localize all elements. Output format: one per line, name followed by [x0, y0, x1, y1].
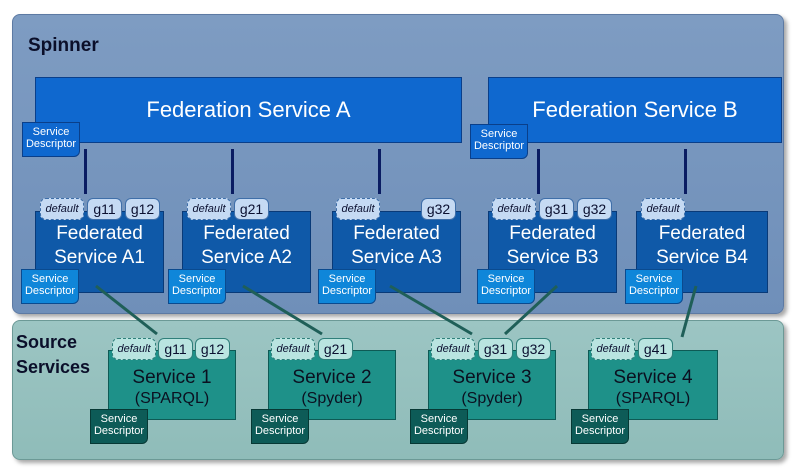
descriptor-line1: Service	[420, 413, 458, 425]
descriptor-line2: Descriptor	[254, 425, 306, 437]
descriptor-line2: Descriptor	[473, 140, 525, 152]
federated-service-b3-line2: Service B3	[506, 247, 599, 268]
connector-b-b4	[684, 149, 687, 194]
source-services-title-line2: Services	[16, 357, 91, 377]
federated-service-b4-descriptor[interactable]: Service Descriptor	[625, 269, 683, 304]
tag-default: default	[591, 338, 635, 360]
source-service-3-line2: (Spyder)	[461, 390, 523, 407]
connector-a-a1	[84, 149, 87, 194]
descriptor-line2: Descriptor	[93, 425, 145, 437]
descriptor-line1: Service	[328, 273, 366, 285]
federation-service-a[interactable]: Federation Service A	[35, 77, 462, 143]
link-a3-service3	[389, 284, 473, 336]
tag-default: default	[40, 198, 84, 220]
federated-service-a2-line1: Federated	[203, 223, 290, 244]
descriptor-line2: Descriptor	[25, 138, 77, 150]
descriptor-line1: Service	[581, 413, 619, 425]
tag-g11: g11	[158, 338, 193, 360]
descriptor-line2: Descriptor	[628, 285, 680, 297]
federated-service-a1[interactable]: Federated Service A1	[35, 211, 164, 293]
descriptor-line2: Descriptor	[321, 285, 373, 297]
tag-g21: g21	[318, 338, 353, 360]
federated-service-a2-descriptor[interactable]: Service Descriptor	[168, 269, 226, 304]
source-services-title-line1: Source	[16, 332, 78, 352]
connector-a-a2	[231, 149, 234, 194]
tag-default: default	[492, 198, 536, 220]
federated-service-a1-descriptor[interactable]: Service Descriptor	[21, 269, 79, 304]
tag-g41: g41	[638, 338, 673, 360]
federated-service-b3-line1: Federated	[509, 223, 596, 244]
federated-service-b3-descriptor[interactable]: Service Descriptor	[477, 269, 535, 304]
tag-g12: g12	[125, 198, 160, 220]
connector-a-a3	[378, 149, 381, 194]
source-service-2-descriptor[interactable]: Service Descriptor	[251, 409, 309, 444]
descriptor-line2: Descriptor	[574, 425, 626, 437]
descriptor-line1: Service	[487, 273, 525, 285]
link-a1-service1	[95, 284, 158, 336]
source-service-4-line1: Service 4	[613, 367, 693, 388]
tag-g32: g32	[516, 338, 551, 360]
tag-default: default	[112, 338, 156, 360]
link-b3-service3	[503, 284, 559, 336]
spinner-title: Spinner	[28, 35, 99, 56]
tag-g21: g21	[234, 198, 269, 220]
federated-service-b4-line1: Federated	[658, 223, 746, 244]
descriptor-line2: Descriptor	[480, 285, 532, 297]
source-service-4-line2: (SPARQL)	[615, 390, 691, 407]
federated-service-a3-line1: Federated	[353, 223, 440, 244]
tag-default: default	[431, 338, 475, 360]
federation-service-b-descriptor[interactable]: Service Descriptor	[470, 124, 528, 159]
descriptor-line1: Service	[261, 413, 299, 425]
tag-default: default	[336, 198, 380, 220]
descriptor-line2: Descriptor	[413, 425, 465, 437]
source-service-3-line1: Service 3	[452, 367, 532, 388]
federation-service-b-label: Federation Service B	[532, 97, 738, 122]
tag-g31: g31	[539, 198, 574, 220]
descriptor-line1: Service	[31, 273, 69, 285]
connector-b-b3	[537, 149, 540, 194]
link-a2-service2	[242, 284, 323, 336]
tag-g12: g12	[195, 338, 230, 360]
source-service-4-descriptor[interactable]: Service Descriptor	[571, 409, 629, 444]
source-service-1[interactable]: Service 1 (SPARQL)	[108, 350, 236, 420]
federation-service-a-descriptor[interactable]: Service Descriptor	[22, 122, 80, 157]
descriptor-line2: Descriptor	[171, 285, 223, 297]
descriptor-line1: Service	[32, 126, 70, 138]
federated-service-a2-line2: Service A2	[201, 247, 292, 268]
tag-g31: g31	[478, 338, 513, 360]
federated-service-b4-line2: Service B4	[656, 247, 748, 268]
source-service-2[interactable]: Service 2 (Spyder)	[268, 350, 396, 420]
tag-default: default	[271, 338, 315, 360]
source-service-3[interactable]: Service 3 (Spyder)	[428, 350, 556, 420]
descriptor-line1: Service	[178, 273, 216, 285]
descriptor-line1: Service	[100, 413, 138, 425]
tag-default: default	[641, 198, 685, 220]
descriptor-line1: Service	[480, 128, 518, 140]
tag-default: default	[187, 198, 231, 220]
source-service-2-line2: (Spyder)	[301, 390, 363, 407]
federated-service-a3-line2: Service A3	[351, 247, 442, 268]
link-b4-service4	[680, 285, 698, 338]
source-service-1-line2: (SPARQL)	[134, 390, 210, 407]
source-service-1-descriptor[interactable]: Service Descriptor	[90, 409, 148, 444]
federated-service-a3-descriptor[interactable]: Service Descriptor	[318, 269, 376, 304]
tag-g32: g32	[421, 198, 456, 220]
descriptor-line1: Service	[635, 273, 673, 285]
descriptor-line2: Descriptor	[24, 285, 76, 297]
federated-service-a1-line2: Service A1	[54, 247, 145, 268]
federated-service-a1-line1: Federated	[56, 223, 143, 244]
source-service-3-descriptor[interactable]: Service Descriptor	[410, 409, 468, 444]
tag-g32: g32	[577, 198, 612, 220]
tag-g11: g11	[87, 198, 122, 220]
federation-service-b[interactable]: Federation Service B	[488, 77, 782, 143]
federation-service-a-label: Federation Service A	[146, 97, 351, 122]
source-service-2-line1: Service 2	[292, 367, 372, 388]
source-service-1-line1: Service 1	[132, 367, 212, 388]
